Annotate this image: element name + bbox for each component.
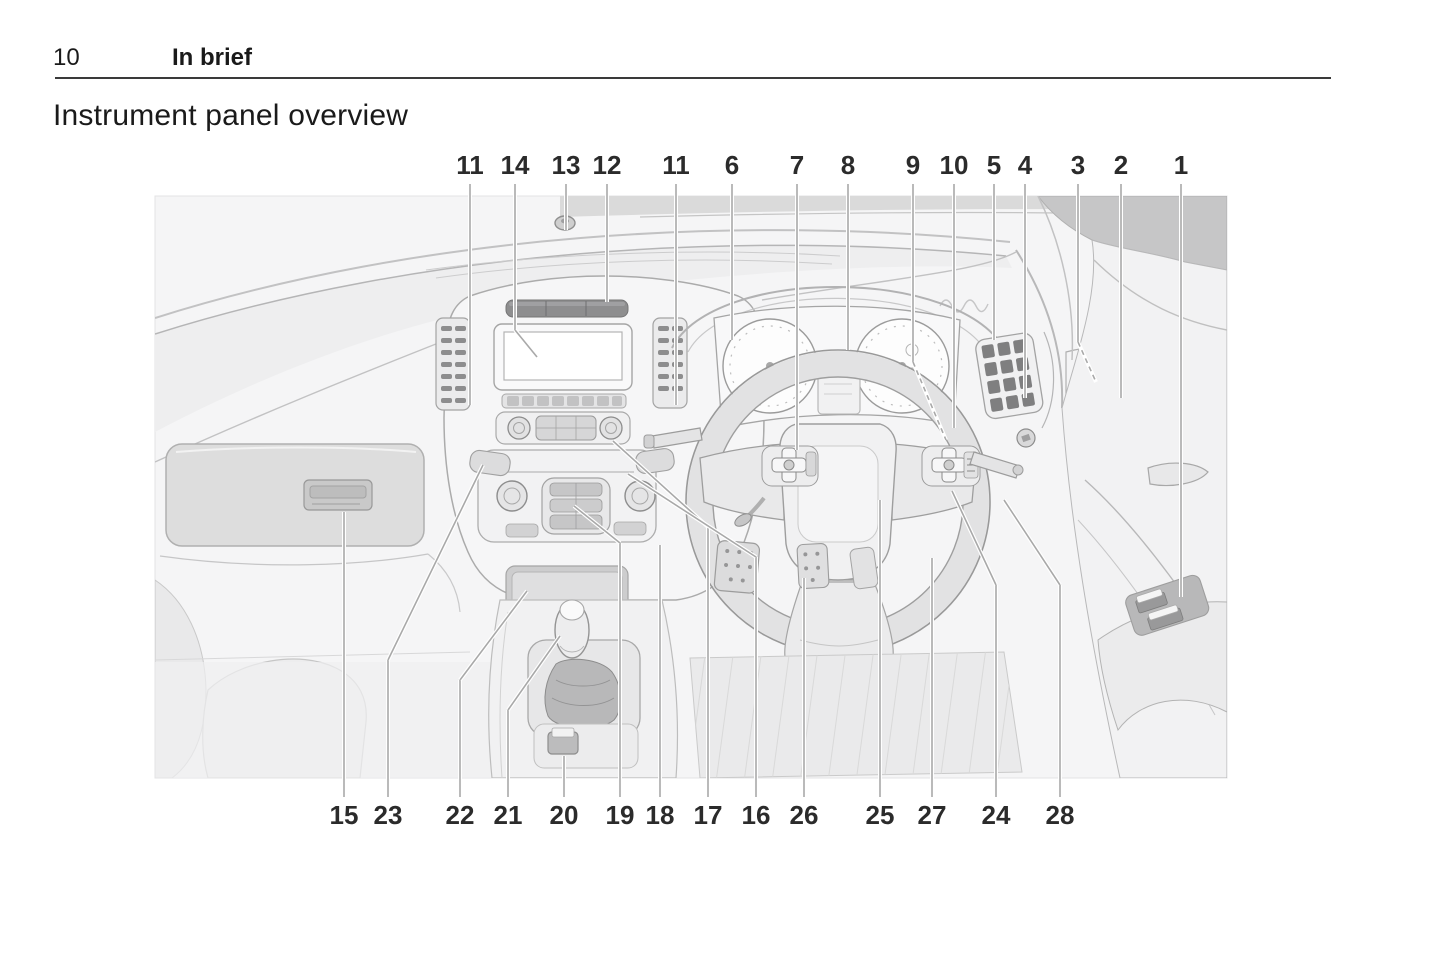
right-outer-air-vent [975,332,1044,420]
radio-panel [495,411,631,445]
console-switch [547,727,579,755]
center-air-vent-strip [505,299,629,318]
callout-number: 11 [456,150,484,180]
callout-number: 26 [789,800,819,830]
leader-line [911,361,948,441]
steering-wheel [643,349,1024,671]
leader-line [612,440,709,528]
turn-signal-lever [643,427,703,449]
door-handle [1147,462,1209,487]
radio-knob-right [599,416,623,440]
page-title: Instrument panel overview [53,99,409,132]
callout-number: 25 [865,800,895,830]
climate-knob-left [496,480,528,512]
callout-number: 17 [693,800,723,830]
leader-line [951,490,997,586]
callout-number: 15 [329,800,359,830]
display-button-row [501,393,627,409]
shifter-boot [544,658,621,729]
callout-number: 13 [551,150,581,180]
radio-knob-left [507,416,531,440]
steering-controls-right [921,445,981,487]
callout-number: 10 [939,150,969,180]
callout-number: 23 [373,800,403,830]
steering-controls-left [761,445,819,487]
callout-number: 4 [1017,150,1033,180]
callout-number: 9 [905,150,921,180]
left-sill-and-seat [155,579,495,778]
climate-knob-right [624,480,656,512]
callout-number: 6 [724,150,740,180]
leader-line [573,505,621,544]
vent-bezel [1041,331,1055,429]
callout-number: 3 [1070,150,1086,180]
callout-number: 14 [500,150,530,180]
callout-number: 21 [493,800,523,830]
leader-line [507,635,561,711]
wiper-lever [969,451,1024,479]
callout-number: 7 [789,150,805,180]
callout-number: 27 [917,800,947,830]
callout-number: 19 [605,800,635,830]
window-switches [1125,574,1210,636]
center-console [488,599,679,778]
leader-line [459,590,528,681]
glovebox [159,443,461,613]
ignition-switch [1016,428,1036,448]
callout-number: 2 [1113,150,1129,180]
leader-line [387,464,484,661]
right-center-air-vent [652,317,688,409]
leader-line [514,329,538,358]
callout-number: 5 [986,150,1002,180]
center-stack [435,275,765,613]
infotainment-display [493,323,633,391]
left-center-air-vent [435,317,471,411]
leader-lines [342,184,1183,797]
brand-script [939,299,989,313]
floor-mat [689,651,1023,778]
callout-number: 20 [549,800,579,830]
callout-number: 24 [981,800,1011,830]
accelerator-pedal [849,546,879,590]
callout-number: 1 [1173,150,1189,180]
callout-number: 18 [645,800,675,830]
callout-number: 8 [840,150,856,180]
callout-number: 28 [1045,800,1075,830]
callout-number: 16 [741,800,771,830]
page-number: 10 [53,44,80,71]
callout-number: 11 [662,150,690,180]
header-rule [55,77,1331,79]
gear-shifter [554,599,590,659]
leader-line [627,473,757,558]
driver-info-display [817,373,861,415]
callout-number: 12 [592,150,622,180]
steering-adjust-lever [734,496,766,527]
leader-line [1003,499,1061,586]
callout-number: 22 [445,800,475,830]
leader-line [1077,341,1097,383]
section-title: In brief [172,44,253,71]
